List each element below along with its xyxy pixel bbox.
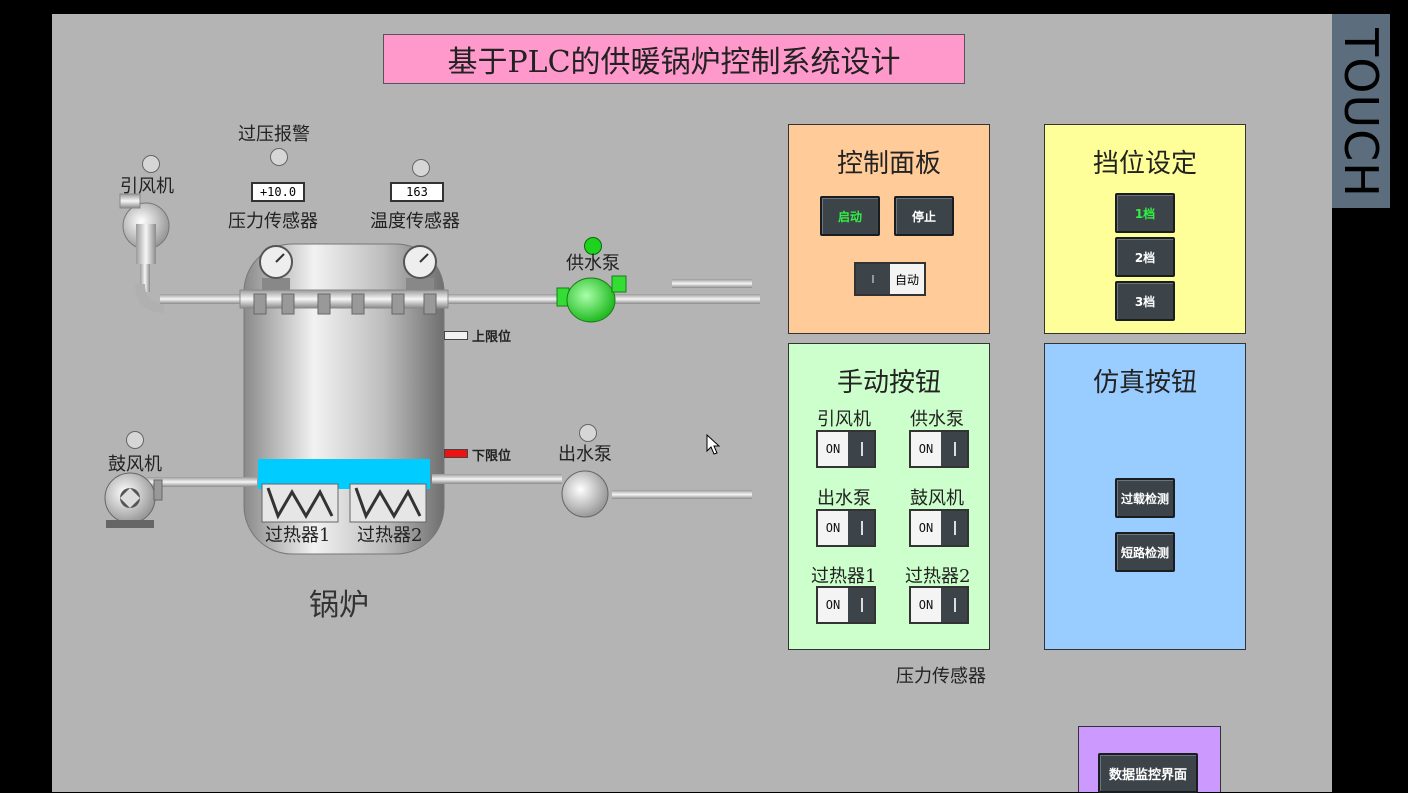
manual-panel: 手动按钮 引风机 ON 供水泵 ON 出水泵 ON 鼓风机 ON 过热器1 ON… <box>788 343 990 650</box>
control-panel-title: 控制面板 <box>836 149 941 179</box>
blower-lamp <box>126 431 144 449</box>
boiler-label: 锅炉 <box>309 588 369 623</box>
supply-pump-icon <box>566 277 616 323</box>
mode-indicator: I <box>856 264 890 294</box>
switch-on-label: ON <box>911 588 941 622</box>
simulation-panel: 仿真按钮 过载检测 短路检测 <box>1044 343 1246 650</box>
upper-limit-indicator <box>444 331 468 340</box>
supply-pump-label: 供水泵 <box>566 253 620 274</box>
induced-fan-label: 引风机 <box>120 176 174 197</box>
mouse-cursor-icon <box>706 434 720 455</box>
induced-fan <box>119 193 170 264</box>
pressure-gauge-icon <box>259 245 293 290</box>
switch-on-label: ON <box>911 511 941 545</box>
switch-on-label: ON <box>818 588 848 622</box>
supply-pump-lamp <box>584 237 602 255</box>
switch-on-label: ON <box>818 432 848 466</box>
temperature-gauge-icon <box>403 245 437 290</box>
pressure-readout: +10.0 <box>251 182 305 202</box>
top-pipe <box>160 294 760 304</box>
switch-knob <box>941 588 967 622</box>
switch-on-label: ON <box>911 432 941 466</box>
short-circuit-test-button[interactable]: 短路检测 <box>1115 532 1175 572</box>
temperature-sensor-label: 温度传感器 <box>370 211 460 232</box>
heater2-label: 过热器2 <box>357 525 423 546</box>
manual-switch-induced-fan[interactable]: ON <box>816 430 876 468</box>
lower-limit-indicator <box>444 449 468 458</box>
lower-limit-label: 下限位 <box>472 449 512 464</box>
overpressure-alarm-label: 过压报警 <box>238 124 310 145</box>
mode-switch[interactable]: I 自动 <box>854 262 926 296</box>
manual-switch-supply-pump[interactable]: ON <box>909 430 969 468</box>
heater1-label: 过热器1 <box>265 525 331 546</box>
footer-pressure-sensor-label: 压力传感器 <box>896 666 986 687</box>
manual-panel-title: 手动按钮 <box>836 368 941 398</box>
outlet-pump-label: 出水泵 <box>558 444 612 465</box>
manual-label-heater1: 过热器1 <box>811 566 877 587</box>
manual-switch-heater1[interactable]: ON <box>816 586 876 624</box>
gear2-button[interactable]: 2档 <box>1115 237 1175 277</box>
plant-diagram <box>104 193 760 555</box>
manual-label-heater2: 过热器2 <box>905 566 971 587</box>
manual-switch-heater2[interactable]: ON <box>909 586 969 624</box>
data-monitor-button[interactable]: 数据监控界面 <box>1098 753 1198 793</box>
control-panel: 控制面板 启动 停止 I 自动 <box>788 124 990 334</box>
outlet-pipe <box>612 490 752 499</box>
gear1-button[interactable]: 1档 <box>1115 193 1175 233</box>
manual-label-blower: 鼓风机 <box>910 488 964 509</box>
gear-panel-title: 挡位设定 <box>1092 149 1197 179</box>
gear3-button[interactable]: 3档 <box>1115 281 1175 321</box>
switch-on-label: ON <box>818 511 848 545</box>
supply-outlet-pipe <box>672 279 752 288</box>
temperature-readout: 163 <box>390 182 444 202</box>
upper-limit-label: 上限位 <box>472 330 512 345</box>
switch-knob <box>941 511 967 545</box>
monitor-panel: 数据监控界面 <box>1078 726 1221 793</box>
brand-strip <box>1332 14 1390 208</box>
switch-knob <box>941 432 967 466</box>
overload-test-button[interactable]: 过载检测 <box>1115 478 1175 518</box>
pressure-sensor-label: 压力传感器 <box>228 211 318 232</box>
manual-switch-outlet-pump[interactable]: ON <box>816 509 876 547</box>
manual-switch-blower[interactable]: ON <box>909 509 969 547</box>
brand-logo: TOUCH <box>1332 18 1390 208</box>
stop-button[interactable]: 停止 <box>894 196 954 236</box>
bottom-pipe <box>432 474 562 484</box>
outlet-pump-lamp <box>579 424 597 442</box>
manual-label-supply-pump: 供水泵 <box>910 409 964 430</box>
start-button[interactable]: 启动 <box>820 196 880 236</box>
page-title: 基于PLC的供暖锅炉控制系统设计 <box>383 34 965 84</box>
simulation-panel-title: 仿真按钮 <box>1092 368 1197 398</box>
heater1-icon <box>261 483 339 523</box>
manual-label-induced-fan: 引风机 <box>817 409 871 430</box>
brand-text: TOUCH <box>1334 28 1388 198</box>
manual-label-outlet-pump: 出水泵 <box>817 488 871 509</box>
switch-knob <box>848 432 874 466</box>
tank-flange <box>239 289 449 309</box>
switch-knob <box>848 511 874 545</box>
heater2-icon <box>349 483 427 523</box>
blower-label: 鼓风机 <box>108 454 162 475</box>
switch-knob <box>848 588 874 622</box>
temperature-lamp <box>412 159 430 177</box>
outlet-pump-icon <box>561 470 609 518</box>
mode-label: 自动 <box>890 264 924 294</box>
blower-pipe <box>147 477 257 487</box>
blower-icon <box>104 472 163 528</box>
gear-panel: 挡位设定 1档 2档 3档 <box>1044 124 1246 334</box>
induced-fan-lamp <box>142 155 160 173</box>
overpressure-alarm-lamp <box>270 148 288 166</box>
